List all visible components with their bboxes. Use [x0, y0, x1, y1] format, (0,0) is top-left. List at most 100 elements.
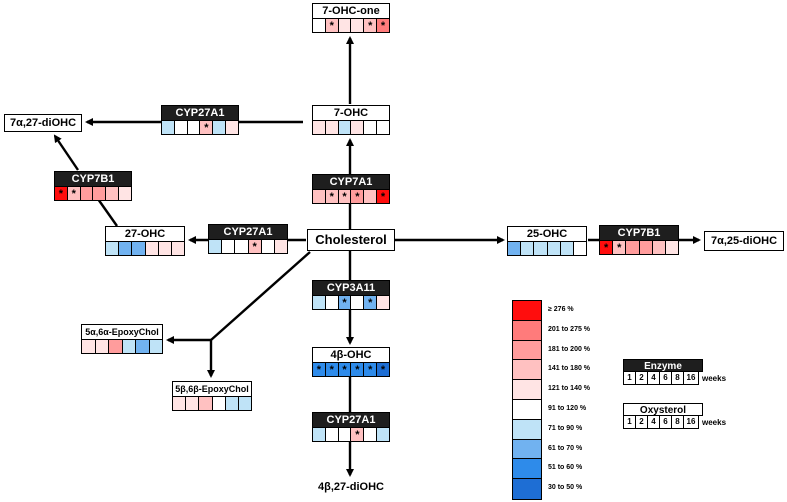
- heatmap-cell: *: [313, 363, 326, 376]
- heatmap-cell: [351, 296, 365, 309]
- legend-label: 201 to 275 %: [548, 325, 591, 333]
- heatmap-cell: [109, 340, 123, 353]
- heatmap-cell: [213, 121, 227, 134]
- legend-label: 121 to 140 %: [548, 385, 591, 393]
- week-number: 6: [660, 372, 672, 384]
- heatmap-cell: *: [325, 190, 339, 203]
- node-label: 7-OHC: [333, 107, 369, 119]
- oxysterol-key-unit: weeks: [702, 418, 727, 427]
- week-number: 1: [624, 416, 636, 428]
- week-number: 6: [660, 416, 672, 428]
- legend-label: 51 to 60 %: [548, 464, 583, 472]
- heatmap-cell: [521, 242, 535, 255]
- legend-label: 91 to 120 %: [548, 405, 587, 412]
- node-label: 7-OHC-one: [322, 5, 380, 17]
- heatmap-cell: [149, 340, 162, 353]
- heatmap-cell: [351, 121, 365, 134]
- heatmap-cell: [119, 242, 133, 255]
- legend-swatch: [513, 320, 541, 341]
- heatmap-cell: [93, 187, 107, 200]
- heatmap-cell: [377, 296, 389, 309]
- legend-swatch: [513, 479, 541, 499]
- node-7a25-diohc: 7α,25-diOHC: [704, 231, 784, 251]
- legend-label: ≥ 276 %: [548, 306, 574, 313]
- heatmap-cell: [199, 397, 213, 410]
- heatmap-cell: *: [325, 19, 339, 32]
- heatmap-cell: [95, 340, 109, 353]
- heatmap-cell: [508, 242, 522, 255]
- week-number: 1: [624, 372, 636, 384]
- enzyme-label: CYP3A11: [313, 281, 389, 295]
- week-number: 4: [648, 372, 660, 384]
- week-number: 16: [686, 373, 696, 382]
- node-27-ohc: 27-OHC: [105, 226, 185, 256]
- heatmap-cells: [106, 241, 185, 255]
- legend-label: 181 to 200 %: [548, 345, 591, 353]
- legend-label: 30 to 50 %: [548, 484, 583, 492]
- enzyme-cyp7a1: CYP7A1 ****: [312, 174, 390, 204]
- legend-swatch: [513, 399, 541, 420]
- heatmap-cell: *: [351, 428, 365, 441]
- heatmap-cell: [145, 242, 159, 255]
- enzyme-cyp27a1-mid: CYP27A1 *: [208, 224, 288, 254]
- heatmap-cell: [377, 428, 389, 441]
- heatmap-cell: [82, 340, 96, 353]
- node-4b-ohc: 4β-OHC ******: [312, 347, 390, 377]
- heatmap-cell: *: [325, 363, 339, 376]
- legend-swatch: [513, 340, 541, 361]
- heatmap-cell: [364, 121, 378, 134]
- heatmap-cell: [338, 121, 352, 134]
- week-number: 4: [648, 416, 660, 428]
- legend-swatch: [513, 439, 541, 460]
- heatmap-cell: [119, 187, 131, 200]
- heatmap-cells: **: [313, 295, 389, 309]
- heatmap-cell: [377, 121, 389, 134]
- heatmap-cells: **: [600, 240, 679, 254]
- node-label: 27-OHC: [124, 228, 166, 240]
- node-7a27-diohc: 7α,27-diOHC: [4, 114, 82, 132]
- line-chol-to-epoxy: [210, 251, 311, 341]
- heatmap-cell: [547, 242, 561, 255]
- enzyme-label: CYP7B1: [600, 226, 678, 240]
- heatmap-cell: [222, 240, 236, 253]
- legend-swatch: [513, 360, 541, 381]
- heatmap-cell: *: [364, 363, 378, 376]
- heatmap-cell: [652, 241, 666, 254]
- heatmap-cell: *: [338, 190, 352, 203]
- heatmap-cells: [82, 339, 162, 353]
- heatmap-cell: *: [248, 240, 262, 253]
- heatmap-cells: ****: [313, 189, 389, 203]
- heatmap-cell: *: [55, 187, 68, 200]
- heatmap-cells: *: [162, 120, 238, 134]
- heatmap-cell: *: [377, 190, 389, 203]
- heatmap-cell: [225, 397, 239, 410]
- heatmap-cell: [313, 121, 326, 134]
- heatmap-cell: [313, 190, 326, 203]
- heatmap-cell: [235, 240, 249, 253]
- node-cholesterol: Cholesterol: [307, 229, 395, 251]
- enzyme-label: CYP27A1: [313, 413, 389, 427]
- heatmap-cell: [209, 240, 223, 253]
- heatmap-cell: [313, 428, 326, 441]
- heatmap-cell: *: [351, 363, 365, 376]
- heatmap-cell: [325, 296, 339, 309]
- heatmap-cell: [136, 340, 150, 353]
- heatmap-cell: *: [377, 19, 389, 32]
- heatmap-cell: [261, 240, 275, 253]
- heatmap-cell: [106, 242, 120, 255]
- heatmap-cell: [171, 242, 185, 255]
- legend-swatch: [513, 380, 541, 400]
- heatmap-cell: [212, 397, 226, 410]
- node-label: 4β-OHC: [330, 349, 372, 361]
- legend-label: 141 to 180 %: [548, 365, 591, 373]
- week-number: 16: [686, 417, 696, 426]
- heatmap-cell: [364, 428, 378, 441]
- heatmap-cell: [226, 121, 238, 134]
- node-5b6b-epoxychol: 5β,6β-EpoxyChol: [172, 381, 252, 411]
- heatmap-cell: *: [338, 363, 352, 376]
- node-7-ohc: 7-OHC: [312, 105, 390, 135]
- week-number: 8: [672, 372, 684, 384]
